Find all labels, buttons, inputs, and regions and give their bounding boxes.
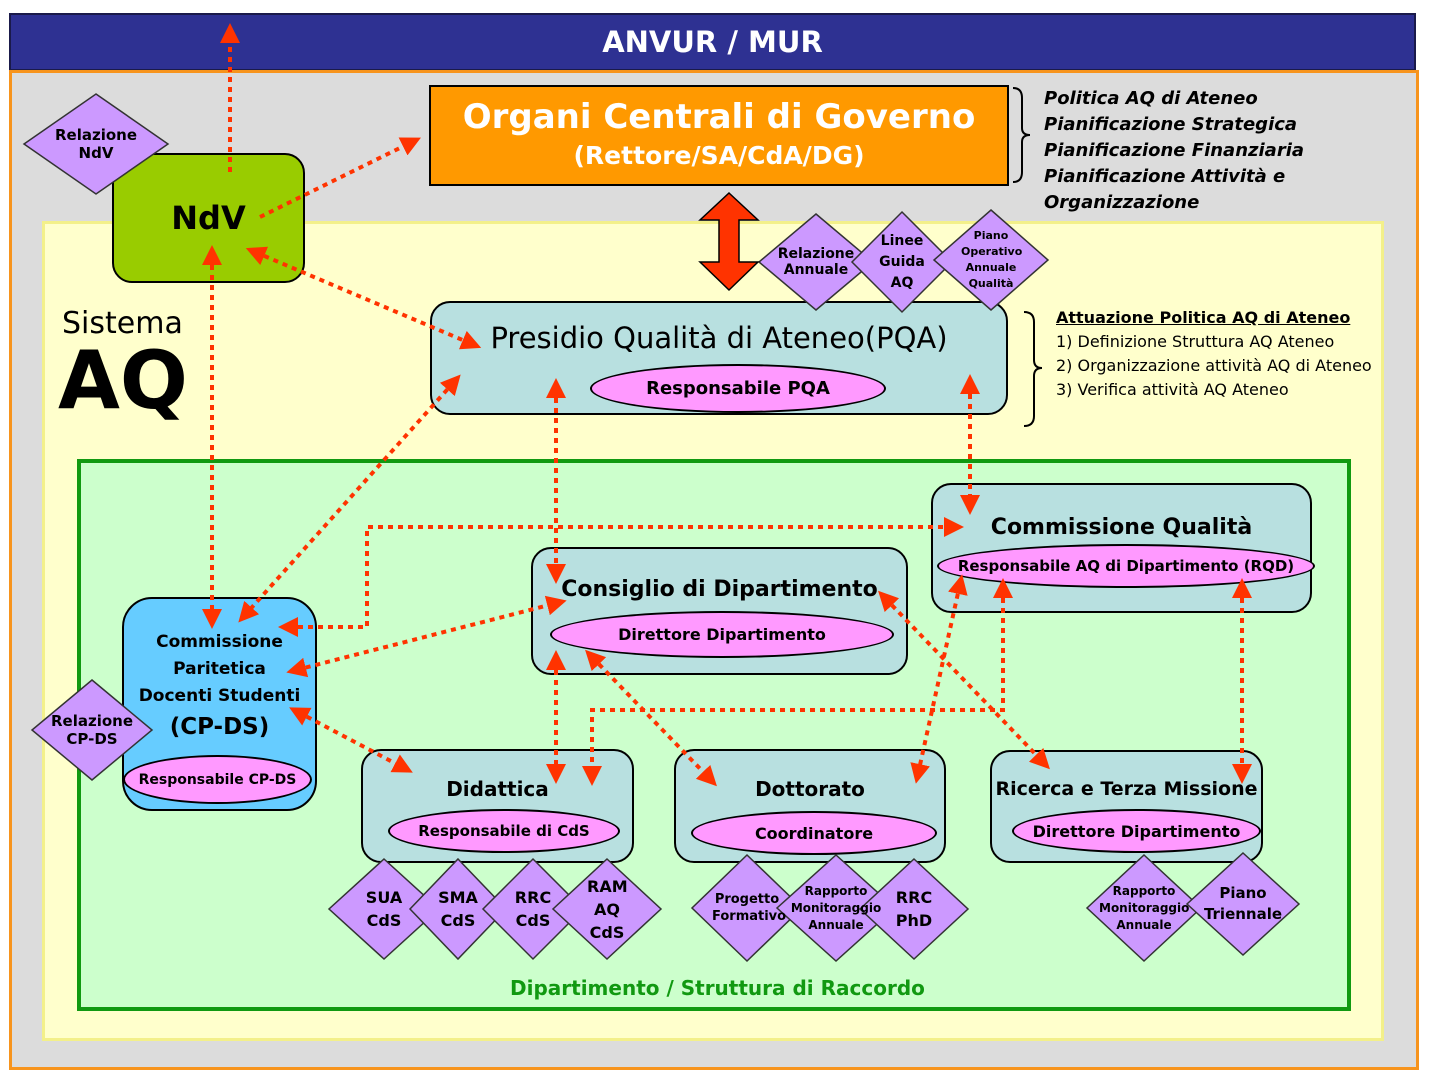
- cpds-title-line: (CP-DS): [169, 714, 270, 740]
- piano-triennale-diamond: Piano Triennale: [1185, 851, 1301, 957]
- arrow-pqa-cpds: [238, 374, 461, 623]
- brace-governo: [1012, 87, 1031, 183]
- rapporto-monitoraggio-label: Rapporto Monitoraggio Annuale: [1099, 883, 1190, 932]
- governo-box: Organi Centrali di Governo (Rettore/SA/C…: [429, 85, 1009, 186]
- rrc-phd-diamond: RRC PhD: [858, 857, 970, 961]
- cpds-title-line: Commissione: [156, 632, 283, 652]
- cpds-title: Commissione Paritetica Docenti Studenti …: [139, 629, 301, 744]
- relazione-cpds-diamond: Relazione CP-DS: [30, 678, 154, 782]
- arrow-cq-didattica: [582, 578, 1013, 786]
- rrc-phd-label: RRC PhD: [895, 888, 933, 930]
- diamond-shape: [775, 853, 897, 963]
- diamond-shape: [690, 853, 804, 963]
- arrow-ndv-pqa: [245, 246, 482, 350]
- diamond-shape: [481, 857, 585, 961]
- diamond-shape: [757, 213, 875, 311]
- dept-label: Dipartimento / Struttura di Raccordo: [510, 976, 925, 1000]
- piano-triennale-label: Piano Triennale: [1203, 884, 1283, 923]
- progetto-formativo-label: Progetto Formativo: [712, 892, 787, 924]
- sistema-label: Sistema: [62, 306, 183, 341]
- diamond-shape: [850, 210, 954, 314]
- didattica-responsible: Responsabile di CdS: [388, 809, 620, 853]
- governo-notes: Politica AQ di Ateneo Pianificazione Str…: [1044, 86, 1430, 216]
- relazione-annuale-label: Relazione Annuale: [777, 246, 855, 278]
- pqa-notes-title: Attuazione Politica AQ di Ateneo: [1056, 308, 1351, 327]
- rapporto-monitoraggio-dottorato-diamond: Rapporto Monitoraggio Annuale: [775, 853, 897, 963]
- linee-guida-diamond: Linee Guida AQ: [850, 210, 954, 314]
- relazione-ndv-label: Relazione NdV: [54, 126, 138, 162]
- cq-title: Commissione Qualità: [990, 515, 1253, 540]
- arrow-governo-pqa: [698, 191, 760, 292]
- arrow-cpds-didattica: [289, 707, 413, 773]
- ram-aq-cds-diamond: RAM AQ CdS: [551, 857, 663, 961]
- diamond-shape: [932, 209, 1050, 311]
- piano-operativo-diamond: Piano Operativo Annuale Qualità: [932, 208, 1050, 312]
- cpds-title-line: Docenti Studenti: [138, 686, 301, 706]
- brace-pqa: [1023, 311, 1043, 427]
- didattica-title: Didattica: [446, 777, 549, 801]
- cpds-responsible: Responsabile CP-DS: [123, 755, 312, 804]
- progetto-formativo-diamond: Progetto Formativo: [690, 853, 804, 963]
- governo-title: Organi Centrali di Governo: [462, 97, 976, 137]
- diamond-shape: [30, 679, 154, 781]
- pqa-notes: Attuazione Politica AQ di Ateneo 1) Defi…: [1056, 306, 1372, 402]
- rapporto-monitoraggio-ricerca-diamond: Rapporto Monitoraggio Annuale: [1085, 853, 1203, 963]
- sua-cds-label: SUA CdS: [365, 888, 403, 930]
- sma-cds-label: SMA CdS: [438, 888, 478, 930]
- arrow-cdd-dottorato: [585, 649, 717, 787]
- top-bar: ANVUR / MUR: [9, 13, 1416, 71]
- sua-cds-diamond: SUA CdS: [327, 857, 441, 961]
- cpds-title-line: Paritetica: [173, 659, 266, 679]
- governo-note: Politica AQ di Ateneo: [1044, 88, 1258, 109]
- pqa-note: 2) Organizzazione attività AQ di Ateneo: [1056, 356, 1372, 375]
- governo-subtitle: (Rettore/SA/CdA/DG): [573, 141, 865, 170]
- diamond-shape: [22, 93, 170, 195]
- aq-label: AQ: [58, 334, 188, 427]
- ricerca-responsible: Direttore Dipartimento: [1012, 809, 1261, 853]
- relazione-annuale-diamond: Relazione Annuale: [757, 212, 875, 312]
- governo-note: Pianificazione Finanziaria: [1044, 140, 1305, 161]
- governo-note: Pianificazione Strategica: [1044, 114, 1298, 135]
- pqa-note: 1) Definizione Struttura AQ Ateneo: [1056, 332, 1335, 351]
- diamond-shape: [1185, 851, 1301, 957]
- sma-cds-diamond: SMA CdS: [408, 857, 508, 961]
- diamond-shape: [408, 857, 508, 961]
- diamond-shape: [1085, 853, 1203, 963]
- diamond-shape: [858, 857, 970, 961]
- linee-guida-label: Linee Guida AQ: [879, 232, 925, 291]
- pqa-title: Presidio Qualità di Ateneo(PQA): [490, 321, 948, 355]
- diamond-shape: [327, 857, 441, 961]
- arrow-cpds-cq: [278, 517, 964, 637]
- arrow-cpds-cdd: [286, 595, 567, 678]
- diamond-shape: [551, 857, 663, 961]
- relazione-ndv-diamond: Relazione NdV: [22, 92, 170, 196]
- relazione-cpds-label: Relazione CP-DS: [50, 712, 134, 748]
- ram-aq-cds-label: RAM AQ CdS: [587, 876, 628, 942]
- dottorato-responsible: Coordinatore: [691, 811, 937, 855]
- header-title: ANVUR / MUR: [602, 25, 823, 59]
- governo-note: Pianificazione Attività e Organizzazione: [1044, 166, 1286, 213]
- rapporto-monitoraggio-label: Rapporto Monitoraggio Annuale: [790, 883, 882, 932]
- arrow-cdd-ricerca: [878, 590, 1050, 770]
- pqa-note: 3) Verifica attività AQ Ateneo: [1056, 380, 1289, 399]
- rrc-cds-label: RRC CdS: [514, 888, 552, 930]
- pqa-responsible: Responsabile PQA: [590, 364, 886, 413]
- rrc-cds-diamond: RRC CdS: [481, 857, 585, 961]
- cq-responsible: Responsabile AQ di Dipartimento (RQD): [937, 544, 1315, 588]
- arrow-ndv-governo: [259, 137, 421, 219]
- ricerca-title: Ricerca e Terza Missione: [995, 778, 1258, 800]
- ndv-title: NdV: [171, 199, 246, 237]
- piano-operativo-label: Piano Operativo Annuale Qualità: [961, 229, 1023, 290]
- arrow-cq-dottorato: [910, 574, 968, 784]
